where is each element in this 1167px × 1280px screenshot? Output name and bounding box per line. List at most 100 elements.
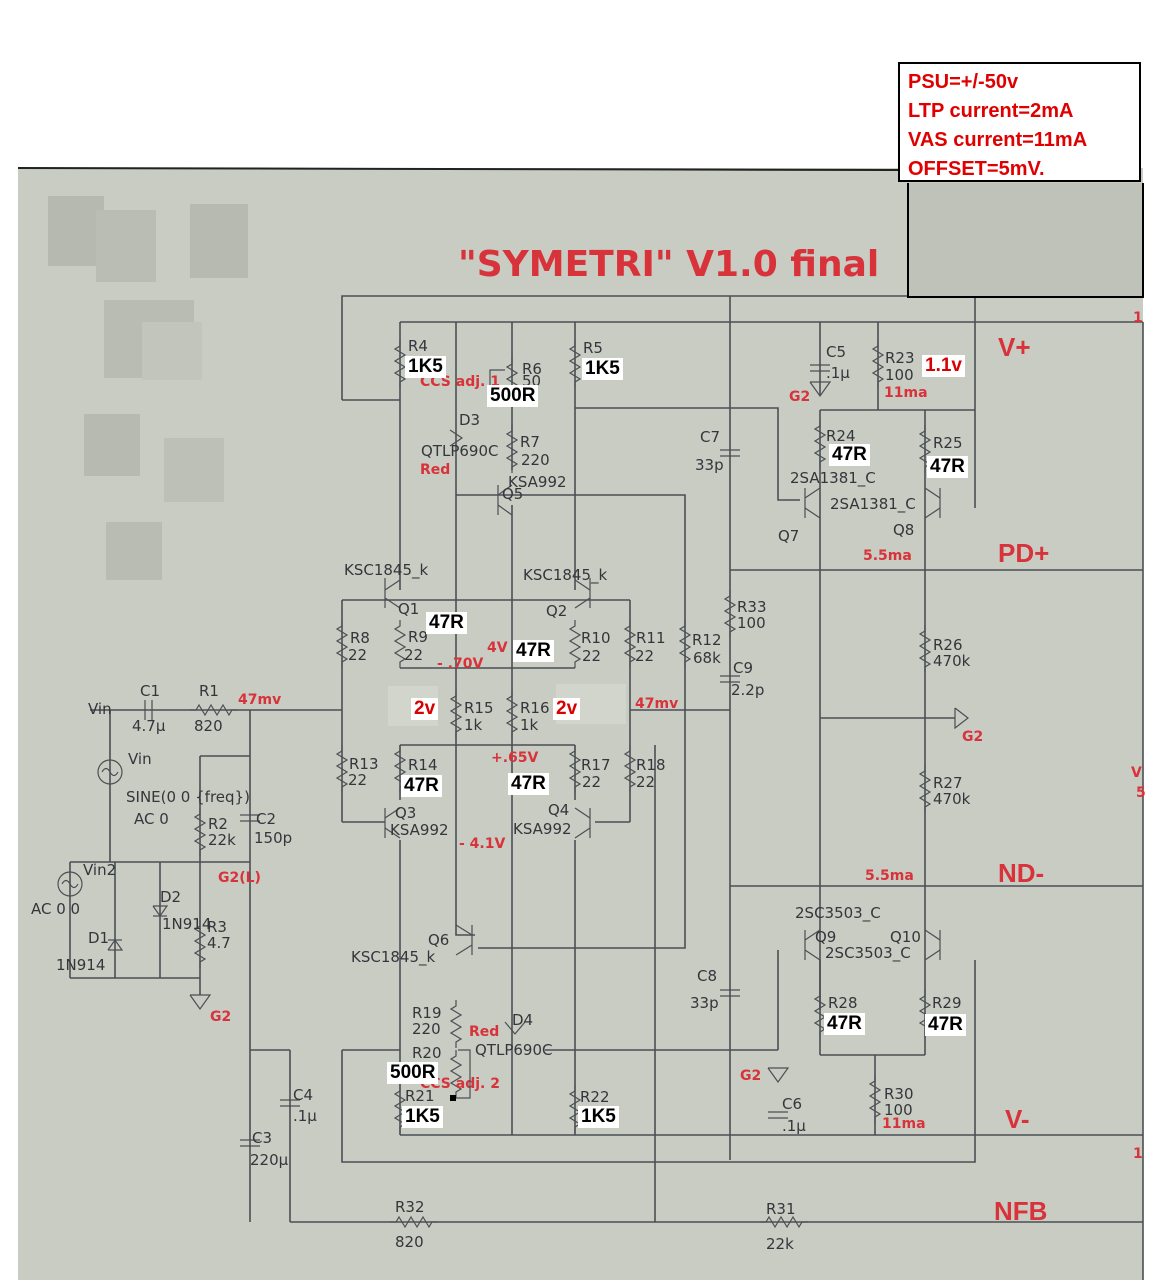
wire-segment — [575, 407, 800, 501]
label-q6: Q6 — [428, 931, 449, 949]
label-r27: R27 — [933, 774, 963, 792]
overlay-r9-value: 47R — [426, 612, 467, 634]
label-vin-source: Vin — [128, 750, 152, 768]
notes-grey-panel — [907, 183, 1144, 298]
label-vin: Vin — [88, 700, 112, 718]
overlay-r6-value: 500R — [487, 385, 539, 407]
wire-segment — [574, 827, 591, 839]
label-ksc1845-q2: KSC1845_k — [523, 566, 608, 585]
label-r26: R26 — [933, 636, 963, 654]
label-r14: R14 — [408, 756, 438, 774]
label-ksc1845-q6: KSC1845_k — [351, 948, 436, 967]
value-r33: 100 — [737, 614, 766, 632]
wire-segment — [101, 767, 119, 777]
label-r18: R18 — [636, 756, 666, 774]
annotation-4v: 4V — [487, 640, 508, 656]
label-r23: R23 — [885, 349, 915, 367]
wire-segment — [61, 879, 79, 889]
value-r27: 470k — [933, 790, 971, 808]
value-d3: QTLP690C — [421, 442, 498, 460]
note-ltp-current: LTP current=2mA — [908, 100, 1074, 122]
overlay-r17-value: 47R — [508, 773, 549, 795]
label-g2-input: G2 — [210, 1009, 231, 1025]
redaction-block — [142, 322, 202, 380]
label-r19: R19 — [412, 1004, 442, 1022]
annotation-minus-41v: - 4.1V — [459, 836, 505, 852]
value-r15: 1k — [464, 716, 483, 734]
label-c3: C3 — [252, 1129, 272, 1147]
color-d3: Red — [420, 462, 450, 478]
label-g2-c5: G2 — [789, 389, 810, 405]
wire-segment — [17, 167, 899, 171]
label-r31: R31 — [766, 1200, 796, 1218]
rail-pdplus: PD+ — [998, 538, 1049, 568]
overlay-r29-value: 47R — [925, 1014, 966, 1036]
label-r7: R7 — [520, 433, 540, 451]
redaction-block — [96, 210, 156, 282]
value-r12: 68k — [693, 649, 721, 667]
label-r16: R16 — [520, 699, 550, 717]
overlay-r5-value: 1K5 — [582, 358, 623, 380]
value-r1: 820 — [194, 717, 223, 735]
label-r4: R4 — [408, 337, 428, 355]
value-d1: 1N914 — [56, 956, 105, 974]
wire-segment — [924, 929, 941, 941]
label-d2: D2 — [160, 888, 181, 906]
label-d3: D3 — [459, 411, 480, 429]
design-notes: PSU=+/-50v LTP current=2mA VAS current=1… — [898, 62, 1141, 182]
label-r2: R2 — [208, 815, 228, 833]
label-d1: D1 — [88, 929, 109, 947]
value-r7: 220 — [521, 451, 550, 469]
label-2sa1381-q8: 2SA1381_C — [830, 495, 916, 514]
value-r17: 22 — [582, 773, 601, 791]
wire-segment — [497, 504, 513, 516]
wire-segment — [924, 949, 941, 961]
value-r10: 22 — [582, 647, 601, 665]
value-d4: QTLP690C — [475, 1041, 552, 1059]
label-c4: C4 — [293, 1086, 313, 1104]
label-q5: Q5 — [502, 485, 523, 503]
color-d4: Red — [469, 1024, 499, 1040]
rail-ndminus: ND- — [998, 858, 1044, 888]
label-q7: Q7 — [778, 527, 799, 545]
value-c6: .1µ — [782, 1117, 806, 1135]
sources-grounds — [57, 381, 969, 1083]
label-r32: R32 — [395, 1198, 425, 1216]
value-c9: 2.2p — [731, 681, 764, 699]
overlay-r24-value: 47R — [829, 444, 870, 466]
label-r8: R8 — [350, 629, 370, 647]
label-c9: C9 — [733, 659, 753, 677]
annotation-edge-5: 5 — [1136, 785, 1146, 801]
annotation-11ma-bottom: 11ma — [882, 1116, 926, 1132]
wire-segment — [574, 807, 591, 819]
value-r18: 22 — [636, 773, 655, 791]
label-r11: R11 — [636, 629, 666, 647]
value-d2: 1N914 — [162, 915, 211, 933]
overlay-2v-right: 2v — [553, 698, 581, 720]
annotation-55ma-top: 5.5ma — [863, 548, 912, 564]
wire-segment — [954, 707, 969, 730]
label-2sc3503-q9: 2SC3503_C — [795, 904, 881, 923]
wire-segment — [456, 494, 686, 949]
note-psu: PSU=+/-50v — [908, 71, 1019, 93]
label-vin2: Vin2 — [83, 861, 116, 879]
wire-segment — [97, 759, 123, 785]
wire-segment — [924, 507, 941, 519]
label-g2l: G2(L) — [218, 870, 261, 886]
overlay-1-1v: 1.1v — [922, 355, 965, 377]
wire-segment — [804, 949, 821, 961]
label-ccs-adj1: CCS adj. 1 — [420, 374, 500, 390]
annotation-11ma-top: 11ma — [884, 385, 928, 401]
wire-segment — [574, 597, 591, 609]
annotation-edge-1-top: 1 — [1133, 310, 1143, 326]
label-c1: C1 — [140, 682, 160, 700]
value-c5: .1µ — [826, 364, 850, 382]
wire-segment — [107, 938, 124, 951]
value-r9: 22 — [404, 646, 423, 664]
label-r33: R33 — [737, 598, 767, 616]
wire-segment — [574, 579, 591, 591]
wire-segment — [804, 507, 821, 519]
wire-segment — [341, 960, 976, 1163]
label-r24: R24 — [826, 427, 856, 445]
rail-nfb: NFB — [994, 1196, 1047, 1226]
